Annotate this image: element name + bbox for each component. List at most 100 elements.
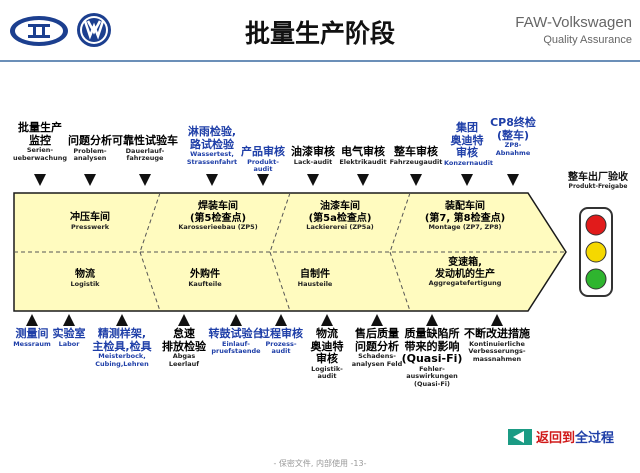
bottom-up-arrow-5: [275, 314, 287, 326]
bottom-item-label-de: Meisterbock, Cubing,Lehren: [95, 352, 149, 368]
top-item-label-de: Wassertest, Strassenfahrt: [186, 150, 238, 166]
page-title: 批量生产阶段: [244, 19, 395, 48]
top-down-arrow-3: [206, 174, 218, 186]
faw-logo: [10, 16, 68, 46]
brand-block: FAW-Volkswagen Quality Assurance: [515, 14, 632, 46]
bottom-item-label-de: Abgas Leerlauf: [168, 352, 200, 368]
top-down-arrow-8: [461, 174, 473, 186]
top-item-label-zh: 电气审核: [341, 145, 385, 158]
supply-logistics: 物流 Logistik: [70, 269, 100, 288]
top-item-9: CP8终检 (整车)ZP8- Abnahme: [486, 116, 540, 157]
top-down-arrow-4: [257, 174, 269, 186]
top-item-label-zh: 可靠性试验车: [112, 134, 178, 147]
bottom-item-8: 质量缺陷所 带来的影响 (Quasi-Fi)Fehler-auswirkunge…: [396, 327, 468, 388]
top-down-arrow-9: [507, 174, 519, 186]
bottom-item-label-de: Logistik- audit: [311, 364, 343, 381]
shop-body: 焊装车间 (第5检查点) Karosserieebau (ZP5): [178, 201, 258, 231]
header-bar: 批量生产阶段 FAW-Volkswagen Quality Assurance: [0, 0, 640, 62]
top-down-arrow-7: [410, 174, 422, 186]
top-item-label-de: Serien- ueberwachung: [12, 146, 68, 162]
shop-paint: 油漆车间 (第5a检查点) Lackiererei (ZP5a): [306, 201, 374, 231]
brand-name: FAW-Volkswagen: [515, 14, 632, 31]
top-item-label-zh: 问题分析: [68, 134, 112, 147]
bottom-up-arrow-4: [230, 314, 242, 326]
top-item-label-zh: 集团 奥迪特 审核: [450, 121, 484, 160]
bottom-up-arrow-8: [426, 314, 438, 326]
shop-assembly: 装配车间 (第7, 第8检查点) Montage (ZP7, ZP8): [424, 201, 506, 231]
traffic-light: [579, 207, 613, 297]
bottom-item-label-de: Prozess- audit: [265, 339, 297, 356]
top-item-label-zh: 产品审核: [241, 145, 285, 158]
bottom-up-arrow-3: [178, 314, 190, 326]
bottom-up-arrow-1: [63, 314, 75, 326]
bottom-item-label-zh: 过程审核: [259, 327, 303, 340]
top-item-label-zh: 淋雨检验, 路试检验: [187, 125, 237, 151]
traffic-light-green: [585, 268, 607, 290]
bottom-up-arrow-0: [26, 314, 38, 326]
top-item-label-zh: 整车审核: [394, 145, 438, 158]
bottom-item-label-zh: 测量间: [15, 327, 49, 340]
bottom-item-label-de: Schadens- analysen Feld: [351, 352, 403, 368]
bottom-item-label-de: Labor: [58, 339, 80, 348]
bottom-up-arrow-7: [371, 314, 383, 326]
supply-purchased: 外购件 Kaufteile: [188, 269, 222, 288]
bottom-item-label-zh: 不断改进措施: [464, 327, 530, 340]
bottom-item-label-zh: 质量缺陷所 带来的影响 (Quasi-Fi): [401, 327, 463, 366]
vw-logo: [77, 13, 111, 47]
bottom-item-label-de: Fehler-auswirkungen (Quasi-Fi): [406, 364, 458, 388]
top-down-arrow-6: [357, 174, 369, 186]
header-divider: [0, 60, 640, 62]
process-divider-2a: [269, 192, 291, 253]
supply-aggregates: 变速箱, 发动机的生产 Aggregatefertigung: [428, 257, 502, 287]
bottom-item-label-zh: 转鼓试验台: [208, 327, 264, 340]
top-item-label-de: Elektrikaudit: [339, 157, 387, 166]
process-divider-1b: [139, 251, 161, 312]
top-item-label-de: Dauerlauf- fahrzeuge: [125, 146, 165, 163]
shop-press: 冲压车间 Presswerk: [70, 212, 110, 231]
process-divider-3b: [389, 251, 411, 312]
process-divider-3a: [389, 192, 411, 253]
bottom-item-label-de: Einlauf- pruefstaende: [211, 339, 261, 356]
release-label: 整车出厂验收 Produkt-Freigabe: [568, 172, 628, 190]
brand-subtitle: Quality Assurance: [543, 34, 632, 46]
footer-text: - 保密文件, 内部使用 -13-: [273, 459, 367, 468]
bottom-item-label-de: Messraum: [13, 339, 51, 348]
bottom-item-label-zh: 售后质量 问题分析: [355, 327, 399, 353]
bottom-up-arrow-2: [116, 314, 128, 326]
top-down-arrow-0: [34, 174, 46, 186]
back-to-overview-button[interactable]: 返回到全过程: [508, 427, 614, 446]
top-down-arrow-2: [139, 174, 151, 186]
bottom-item-label-zh: 精测样架, 主检具,检具: [92, 327, 152, 353]
top-item-label-de: Produkt-audit: [247, 157, 279, 174]
top-down-arrow-5: [307, 174, 319, 186]
process-divider-2b: [269, 251, 291, 312]
top-item-label-de: Fahrzeugaudit: [389, 157, 443, 166]
top-item-label-zh: 批量生产 监控: [18, 121, 62, 147]
top-item-label-de: Konzernaudit: [444, 158, 494, 167]
supply-inhouse: 自制件 Hausteile: [297, 269, 333, 288]
back-arrow-icon: [508, 428, 532, 445]
top-item-label-de: ZP8- Abnahme: [495, 141, 531, 157]
top-item-label-de: Problem- analysen: [73, 146, 107, 163]
back-link-text[interactable]: 返回到全过程: [536, 431, 615, 446]
bottom-item-label-zh: 实验室: [52, 327, 86, 340]
